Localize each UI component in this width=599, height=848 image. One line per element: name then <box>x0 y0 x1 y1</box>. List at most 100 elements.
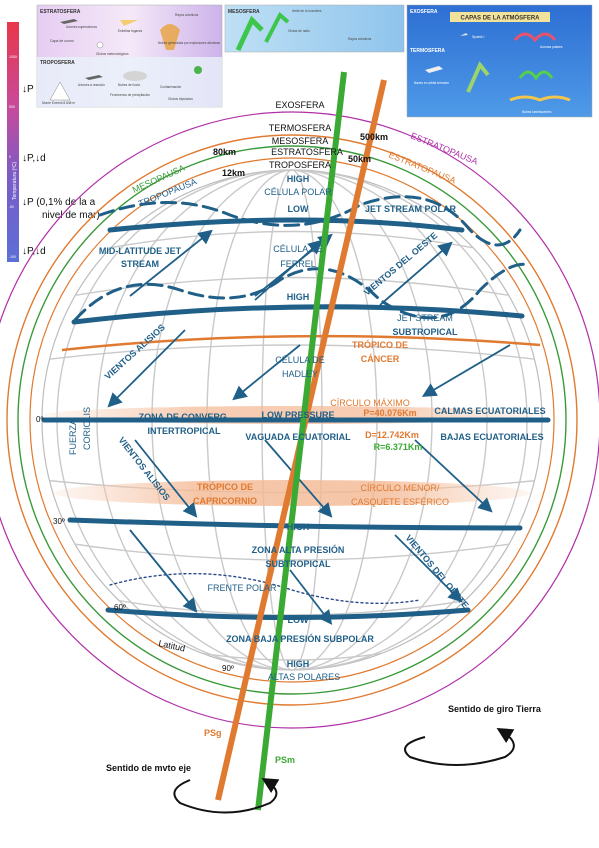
label-tropico-capricornio: TRÓPICO DE <box>197 481 253 492</box>
label-sentido-eje: Sentido de mvto eje <box>106 763 191 773</box>
subtropical-jet-band <box>71 304 525 325</box>
label-zero-deg: 0º <box>36 415 43 424</box>
label-bajas-ecuatoriales: BAJAS ECUATORIALES <box>440 432 543 442</box>
label-low-top: LOW <box>288 204 309 214</box>
label-celula-hadley: CÉLULA DE <box>275 355 325 365</box>
temperature-scale-label: Temperatura (ºC) <box>12 161 18 200</box>
label-50km: 50km <box>348 154 371 164</box>
label-fuerza-coriolis: FUERZA <box>68 419 78 455</box>
thumb-right-title-top: EXOSFERA <box>410 9 438 15</box>
label-termosfera: TERMOSFERA <box>269 123 332 133</box>
radio-wave-icon <box>466 61 490 93</box>
label-500km: 500km <box>360 132 388 142</box>
label-jet-subtropical: SUBTROPICAL <box>393 327 459 337</box>
thumb-right-title-mid: TERMOSFERA <box>410 48 445 54</box>
label-vaguada-ecuatorial: VAGUADA ECUATORIAL <box>245 432 351 442</box>
label-calmas-ecuatoriales: CALMAS ECUATORIALES <box>434 406 545 416</box>
thumb-left-title-bottom: TROPOSFERA <box>40 60 75 66</box>
label-diametro: D=12.742Km <box>365 430 419 440</box>
thumb-caption: Rayos cósmicos <box>348 37 372 41</box>
mushroom-cloud-icon <box>160 24 180 50</box>
thumb-caption: Nubes generadas por explosiones atómicas <box>158 41 220 45</box>
label-high-top: HIGH <box>287 174 310 184</box>
exosphere-ring <box>0 111 599 729</box>
scale-tick: -50 <box>9 205 14 209</box>
thumb-caption: Estrellas fugaces <box>118 29 143 33</box>
label-psm: PSm <box>275 755 295 765</box>
pressure-note: ↓P,↓d <box>22 153 46 164</box>
stratopause-ring <box>6 134 578 706</box>
label-sentido-giro: Sentido de giro Tierra <box>448 704 542 714</box>
thumbnail-exosfera-termosfera: EXOSFERA CAPAS DE LA ATMÓSFERA TERMOSFER… <box>406 4 593 118</box>
label-ninety-deg: 90º <box>222 664 234 673</box>
thumb-caption: Monte Everest 8.848 m <box>42 101 75 105</box>
thumb-caption: Nubes luminiscentes <box>522 110 552 114</box>
tropopause-ring <box>29 157 555 683</box>
label-tropico-cancer: TRÓPICO DE <box>352 339 408 350</box>
label-celula-hadley: HADLEY <box>282 369 318 379</box>
pressure-notes: ↓P ↓P,↓d ↓P (0,1% de la a nivel de mar) … <box>22 84 100 257</box>
label-celula-polar: CÉLULA POLAR <box>264 187 332 197</box>
rain-cloud-icon <box>123 71 147 81</box>
polar-jet-band <box>107 217 465 233</box>
plane-icon <box>60 19 78 24</box>
thumb-caption: Sputnik I <box>472 35 485 39</box>
thumb-caption: Ondas de radio <box>288 29 310 33</box>
earth-rotation-arrow <box>404 727 515 766</box>
label-thirty-deg: 30º <box>53 517 65 526</box>
label-high-polar: HIGH <box>287 659 310 669</box>
radio-wave-icon <box>264 11 290 43</box>
aurora-icon <box>518 70 554 81</box>
label-sixty-deg: 60º <box>114 603 126 612</box>
label-zona-alta: ZONA ALTA PRESIÓN <box>252 544 345 555</box>
midlatitude-jet-wave <box>73 262 532 322</box>
axis-motion-arrow <box>173 777 280 814</box>
bottom-labels: Sentido de giro Tierra PSg PSm Sentido d… <box>106 704 542 773</box>
satellite-icon <box>460 33 468 36</box>
label-fuerza-coriolis: CORIOLIS <box>82 407 92 450</box>
mountain-icon <box>49 81 71 101</box>
thumb-right-banner: CAPAS DE LA ATMÓSFERA <box>461 14 541 22</box>
aurora-icon <box>513 32 557 43</box>
polar-front-line <box>109 572 421 605</box>
label-midlat-jet: STREAM <box>121 259 159 269</box>
wind-arrows <box>107 229 511 625</box>
temperature-scale: Temperatura (ºC) 1000 500 0 -50 -100 <box>7 22 19 262</box>
label-80km: 80km <box>213 147 236 157</box>
pressure-note: nivel de mar) <box>42 210 100 221</box>
thumb-caption: Nubes de lluvia <box>118 83 140 87</box>
globe-labels: HIGH CÉLULA POLAR LOW JET STREAM POLAR C… <box>36 174 546 682</box>
label-12km: 12km <box>222 168 245 178</box>
thumb-caption: Globos tripulados <box>168 97 193 101</box>
thumbnail-estratosfera-troposfera: ESTRATOSFERA TROPOSFERA Aviones supersón… <box>36 4 223 108</box>
thumb-caption: Auroras polares <box>540 45 563 49</box>
label-exosfera: EXOSFERA <box>275 100 324 110</box>
thumb-caption: Naves en órbita terrestre <box>414 81 449 85</box>
south-subpolar-band <box>105 607 471 620</box>
layer-labels: EXOSFERA TERMOSFERA MESOSFERA ESTRATOSFE… <box>269 100 343 170</box>
thumb-caption: Fenómenos de precipitación <box>110 93 150 97</box>
thumb-caption: Aviones supersónicos <box>66 25 97 29</box>
label-troposfera: TROPOSFERA <box>269 160 331 170</box>
shooting-star-icon <box>120 20 138 26</box>
label-zona-alta: SUBTROPICAL <box>266 559 332 569</box>
label-tropico-capricornio: CAPRICORNIO <box>193 496 257 506</box>
scale-tick: 0 <box>9 155 11 159</box>
label-zona-converg: ZONA DE CONVERG. <box>139 412 230 422</box>
altitude-labels: 500km 80km 50km 12km <box>213 132 388 178</box>
earth-axes <box>215 71 387 811</box>
label-perimetro: P=40.076Km <box>363 408 416 418</box>
label-jet-subtropical: JET STREAM <box>397 313 453 323</box>
label-high-mid: HIGH <box>287 292 310 302</box>
noctilucent-cloud-icon <box>509 95 571 102</box>
label-jet-polar: JET STREAM POLAR <box>365 204 457 214</box>
label-zona-baja: ZONA BAJA PRESIÓN SUBPOLAR <box>226 633 374 644</box>
label-tropico-cancer: CÁNCER <box>361 354 400 364</box>
space-shuttle-icon <box>425 66 443 73</box>
label-psg: PSg <box>204 728 222 738</box>
thumb-caption: Globos meteorológicos <box>96 52 129 56</box>
scale-tick: 500 <box>9 105 15 109</box>
thumb-middle-title: MESOSFERA <box>228 9 260 15</box>
